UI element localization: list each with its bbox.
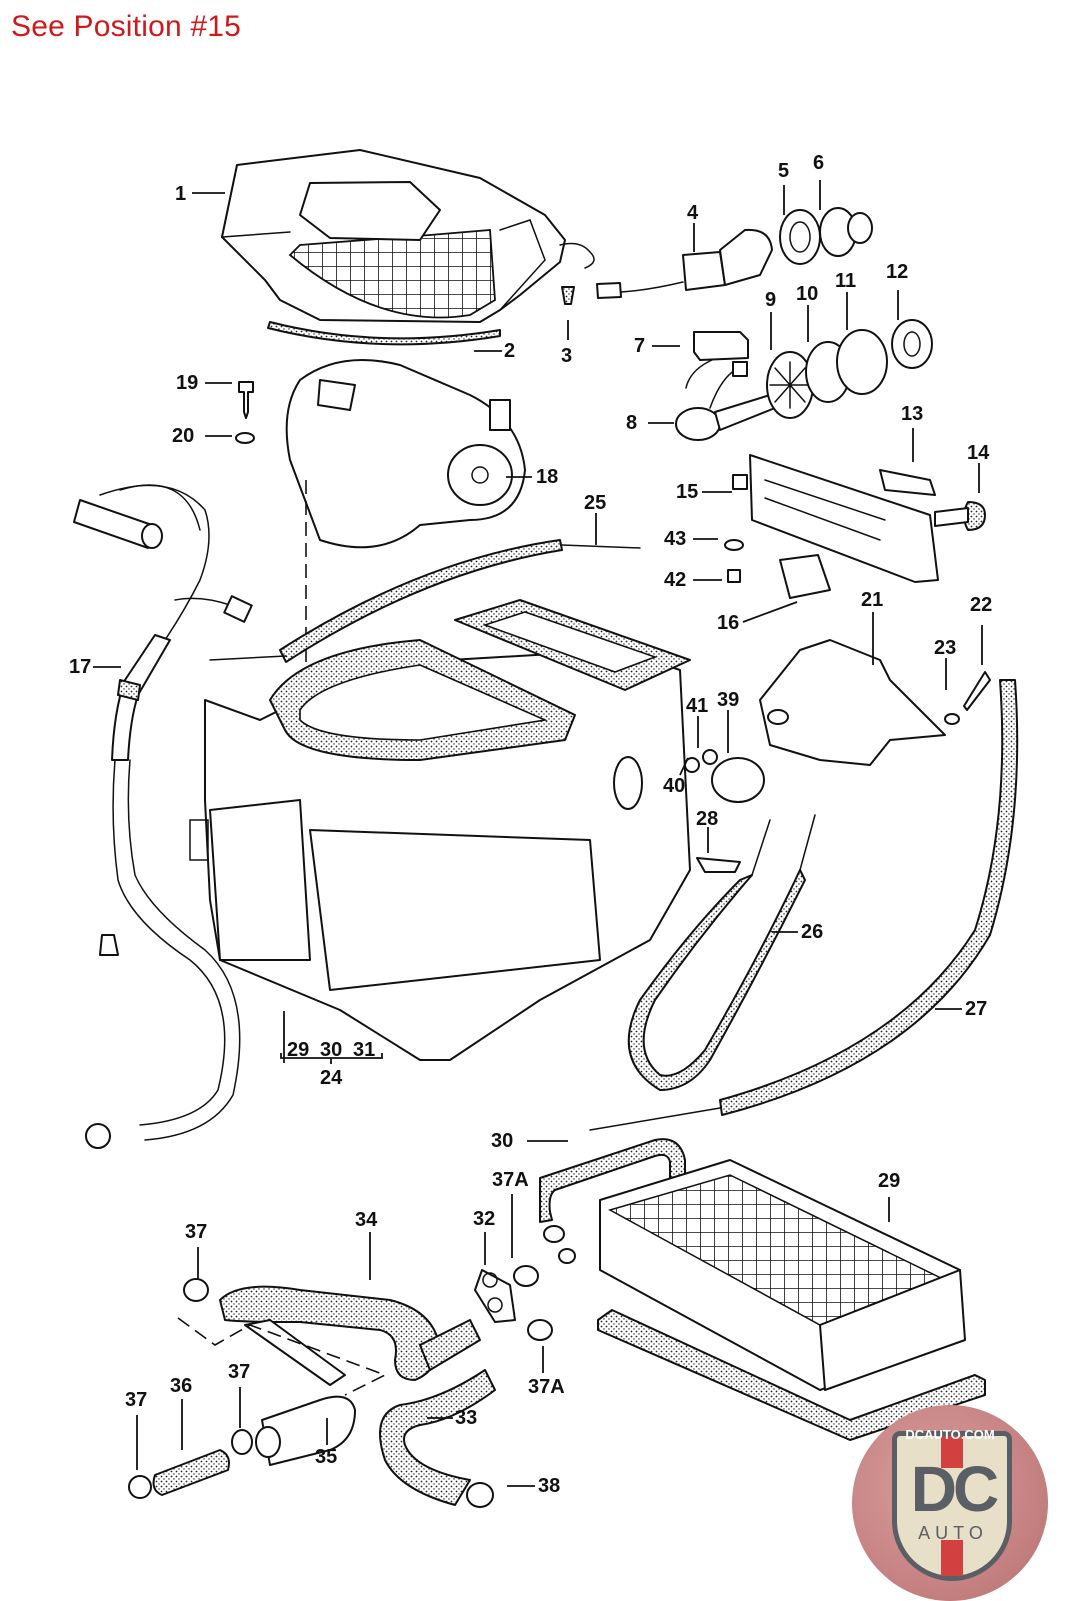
screw-part-22 <box>963 671 991 711</box>
see-position-note: See Position #15 <box>11 10 242 43</box>
leader-lines <box>93 180 983 1487</box>
callout-24: 24 <box>320 1067 343 1089</box>
blower-motor <box>285 359 526 549</box>
bezel-ring-part-5 <box>779 209 821 265</box>
resistor-box-part-7 <box>693 331 749 361</box>
coolant-pipe-part-30 <box>539 1138 686 1223</box>
callout-37-middle: 37 <box>228 1361 251 1383</box>
logo-brand-text: DC <box>910 1453 999 1525</box>
wiring-harness <box>73 484 253 1149</box>
callout-31-group: 31 <box>353 1039 376 1061</box>
hose-clamp-37-middle <box>231 1429 253 1455</box>
callout-26: 26 <box>801 921 824 943</box>
blower-switch <box>596 228 773 299</box>
callout-18: 18 <box>536 466 559 488</box>
callout-37-lower: 37 <box>125 1389 148 1411</box>
callout-43: 43 <box>664 528 687 550</box>
callout-29-group: 29 <box>287 1039 310 1061</box>
screw-part-19 <box>238 381 254 419</box>
callout-7: 7 <box>634 335 646 357</box>
knob-ring-part-11 <box>836 329 888 395</box>
heater-box-housing <box>189 599 691 1061</box>
callout-11: 11 <box>835 270 857 292</box>
callout-10: 10 <box>796 283 819 305</box>
callout-16: 16 <box>717 612 740 634</box>
callout-4: 4 <box>687 202 699 224</box>
hose-clamp-37A-upper <box>513 1265 539 1287</box>
flange-part-32 <box>474 1269 516 1323</box>
callout-41: 41 <box>686 695 709 717</box>
washer-part-41 <box>702 749 718 765</box>
callout-19: 19 <box>176 372 199 394</box>
flap-lever-part-21 <box>759 639 946 766</box>
callout-15: 15 <box>676 481 699 503</box>
callout-34: 34 <box>355 1209 378 1231</box>
callout-21: 21 <box>861 589 884 611</box>
callout-9: 9 <box>765 289 777 311</box>
callout-8: 8 <box>626 412 638 434</box>
callout-35: 35 <box>315 1446 338 1468</box>
callout-30: 30 <box>491 1130 514 1152</box>
logo-stripe-bottom <box>941 1540 963 1576</box>
logo-sub-text: AUTO <box>918 1523 988 1543</box>
callout-23: 23 <box>934 637 957 659</box>
callout-22: 22 <box>970 594 993 616</box>
hose-part-33 <box>379 1369 496 1506</box>
logo-url-text: DCAUTO.COM <box>905 1427 995 1442</box>
callout-36: 36 <box>170 1375 193 1397</box>
callout-14: 14 <box>967 442 990 464</box>
washer-part-23 <box>944 713 960 725</box>
clip-part-3 <box>561 286 575 305</box>
cable-part-27 <box>719 679 1019 1116</box>
callout-42: 42 <box>664 569 687 591</box>
air-intake-housing <box>221 149 595 346</box>
hose-part-34 <box>219 1285 440 1381</box>
logo-shield <box>892 1431 1012 1581</box>
heater-valve-part-35 <box>244 1319 356 1466</box>
callout-38: 38 <box>538 1475 561 1497</box>
heater-core-seal-part-31 <box>597 1309 986 1441</box>
callout-32: 32 <box>473 1208 496 1230</box>
callout-27: 27 <box>965 998 988 1020</box>
clip-part-28 <box>696 857 741 873</box>
callout-5: 5 <box>778 160 790 182</box>
heater-core-part-29 <box>543 1159 966 1391</box>
cable-part-25 <box>279 539 563 663</box>
callout-1: 1 <box>175 183 187 205</box>
callout-28: 28 <box>696 808 719 830</box>
callout-2: 2 <box>504 340 516 362</box>
callout-37A-lower: 37A <box>528 1376 565 1398</box>
logo-stripe-top <box>941 1436 963 1468</box>
cable-part-26 <box>627 869 806 1091</box>
callout-17: 17 <box>69 656 92 678</box>
rotary-switch-part-8 <box>675 361 776 441</box>
callout-12: 12 <box>886 261 909 283</box>
hose-part-36 <box>152 1449 230 1496</box>
hose-clamp-37-lower <box>128 1475 152 1499</box>
hose-clamp-37-upper <box>183 1278 209 1302</box>
hose-clamp-38 <box>466 1482 494 1508</box>
callout-20: 20 <box>172 425 195 447</box>
callout-37-upper: 37 <box>185 1221 208 1243</box>
knob-cap-part-12 <box>891 319 933 369</box>
callout-13: 13 <box>901 403 924 425</box>
callout-39: 39 <box>717 689 740 711</box>
callout-6: 6 <box>813 152 825 174</box>
callout-33: 33 <box>455 1407 478 1429</box>
dcauto-watermark-logo: DCAUTO.COM DC AUTO <box>852 1405 1048 1601</box>
callout-3: 3 <box>561 345 573 367</box>
callout-25: 25 <box>584 492 607 514</box>
callout-29: 29 <box>878 1170 901 1192</box>
washer-part-20 <box>235 432 255 444</box>
callout-40: 40 <box>663 775 686 797</box>
control-panel <box>724 454 986 599</box>
vacuum-actuator-part-39 <box>711 757 765 803</box>
hose-clamp-37A-lower <box>527 1319 553 1341</box>
callout-30-group: 30 <box>320 1039 343 1061</box>
callout-37A-upper: 37A <box>492 1169 529 1191</box>
